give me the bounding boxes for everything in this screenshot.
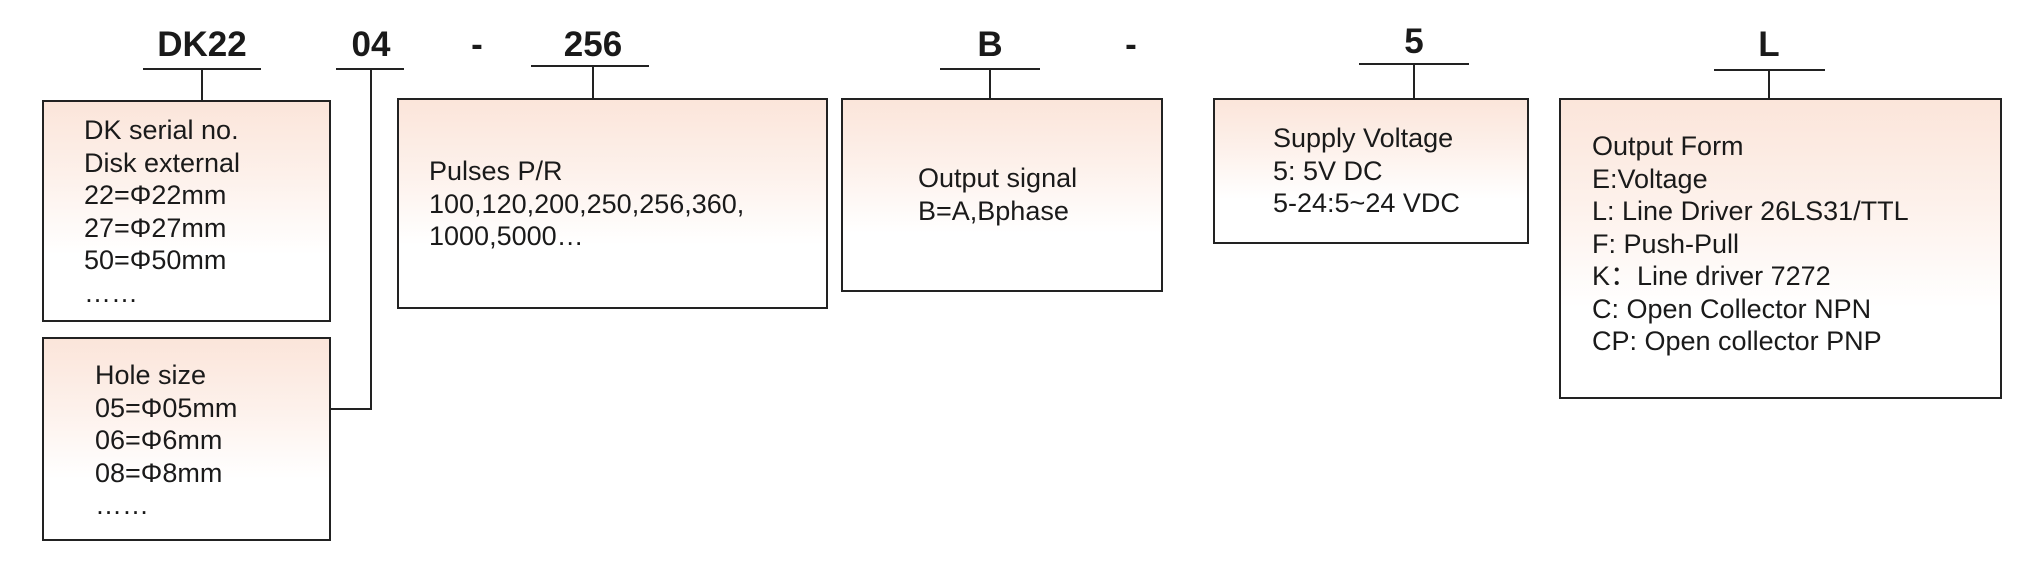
connector-hole-horizontal [331,408,372,410]
line: 5: 5V DC [1273,155,1383,186]
line: 08=Φ8mm [95,457,223,488]
line: 06=Φ6mm [95,425,223,455]
line: 05=Φ05mm [95,392,238,423]
underline-pulses [531,65,649,67]
line: …… [84,277,138,308]
line: Output signal [918,163,1078,193]
signal-text: Output signal B=A,Bphase [918,162,1077,227]
voltage-text: Supply Voltage 5: 5V DC 5-24:5~24 VDC [1273,122,1460,220]
line: 5-24:5~24 VDC [1273,188,1460,218]
connector-voltage [1413,63,1415,99]
code-signal: B [977,25,1003,64]
box-output: Output Form E:Voltage L: Line Driver 26L… [1559,98,2002,399]
box-pulses: Pulses P/R 100,120,200,250,256,360, 1000… [397,98,828,309]
line: Disk external [84,147,241,178]
code-separator: - [471,25,483,64]
line: E:Voltage [1592,163,1708,194]
line: F: Push-Pull [1592,228,1740,259]
line: K：Line driver 7272 [1592,261,1831,291]
line: …… [95,490,149,520]
code-hole: 04 [351,25,391,64]
connector-hole [370,68,372,410]
line: 22=Φ22mm [84,180,227,210]
box-hole: Hole size 05=Φ05mm 06=Φ6mm 08=Φ8mm …… [42,337,331,541]
code-series: DK22 [157,25,247,64]
box-serial: DK serial no. Disk external 22=Φ22mm 27=… [42,100,331,322]
line: Supply Voltage [1273,123,1454,153]
line: Pulses P/R [429,156,563,186]
line: 50=Φ50mm [84,245,227,275]
connector-series [201,68,203,100]
box-signal: Output signal B=A,Bphase [841,98,1163,292]
box-voltage: Supply Voltage 5: 5V DC 5-24:5~24 VDC [1213,98,1529,244]
pulses-text: Pulses P/R 100,120,200,250,256,360, 1000… [429,155,744,253]
code-separator: - [1125,25,1137,64]
connector-pulses [592,65,594,99]
line: 1000,5000… [429,221,584,251]
line: 100,120,200,250,256,360, [429,188,745,219]
code-output: L [1758,25,1780,64]
hole-text: Hole size 05=Φ05mm 06=Φ6mm 08=Φ8mm …… [95,359,237,522]
line: 27=Φ27mm [84,212,227,243]
line: L: Line Driver 26LS31/TTL [1592,196,1909,226]
line: CP: Open collector PNP [1592,326,1882,356]
line: B=A,Bphase [918,195,1069,226]
line: C: Open Collector NPN [1592,293,1872,324]
serial-text: DK serial no. Disk external 22=Φ22mm 27=… [84,114,240,309]
output-text: Output Form E:Voltage L: Line Driver 26L… [1592,130,1909,358]
line: Output Form [1592,131,1744,161]
connector-signal [989,68,991,99]
line: DK serial no. [84,115,239,145]
line: Hole size [95,360,207,390]
connector-output [1768,69,1770,99]
code-voltage: 5 [1404,22,1424,61]
code-pulses: 256 [563,25,623,64]
